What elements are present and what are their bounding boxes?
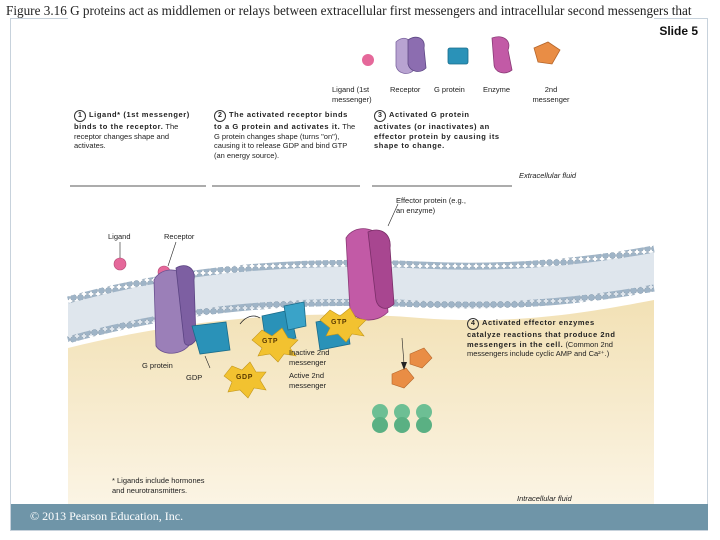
g-protein-gdp [191, 321, 267, 399]
extracellular-label: Extracellular fluid [519, 171, 577, 180]
g-protein-gtp [251, 301, 307, 363]
legend-enzyme-label: Enzyme [483, 85, 511, 94]
legend-ligand-icon [362, 54, 374, 66]
active-second-messenger-label: Active 2nd messenger [289, 371, 327, 390]
gprotein-label: G protein [142, 361, 173, 370]
legend-ligand-label: Ligand (1st messenger) [332, 85, 372, 104]
gtp-text-middle: GTP [262, 338, 279, 345]
intracellular-label: Intracellular fluid [517, 494, 572, 503]
gdp-label: GDP [186, 373, 203, 382]
second-messengers [372, 337, 433, 433]
legend-gprotein-label: G protein [434, 85, 465, 94]
effector-enzyme [315, 228, 395, 351]
receptor-label: Receptor [164, 232, 195, 241]
receptor-inactive [113, 257, 197, 354]
step-4-title: Activated effector enzymes catalyze reac… [467, 318, 616, 349]
legend-gprotein-icon [447, 47, 469, 65]
step-3-title: Activated G protein activates (or inacti… [374, 110, 500, 151]
footnote: * Ligands include hormones and neurotran… [112, 476, 205, 495]
copyright: © 2013 Pearson Education, Inc. [30, 509, 184, 523]
figure-title: Figure 3.16 G proteins act as middlemen … [6, 3, 692, 18]
step-2-title: The activated receptor binds to a G prot… [214, 110, 348, 131]
legend-enzyme-icon [491, 36, 513, 74]
step-1-title: Ligand* (1st messenger) binds to the rec… [74, 110, 190, 131]
ligand-label: Ligand [108, 232, 131, 241]
legend-receptor-label: Receptor [390, 85, 421, 94]
step-4-text: (Common 2nd messengers include cyclic AM… [467, 339, 613, 359]
legend-second-messenger-icon [533, 41, 561, 65]
step-2-text: The G protein changes shape (turns "on")… [214, 122, 356, 160]
footer-bar [11, 504, 708, 530]
legend-second-messenger-label: 2nd messenger [532, 85, 570, 104]
step-1-text: The receptor changes shape and activates… [74, 122, 179, 151]
gdp-nucleotide-text: GDP [236, 374, 253, 381]
gtp-text-right: GTP [331, 319, 348, 326]
effector-label: Effector protein (e.g., an enzyme) [396, 196, 466, 215]
inactive-second-messenger-label: Inactive 2nd messenger [289, 348, 330, 367]
slide-number: Slide 5 [659, 24, 698, 38]
legend-icons [362, 36, 561, 74]
